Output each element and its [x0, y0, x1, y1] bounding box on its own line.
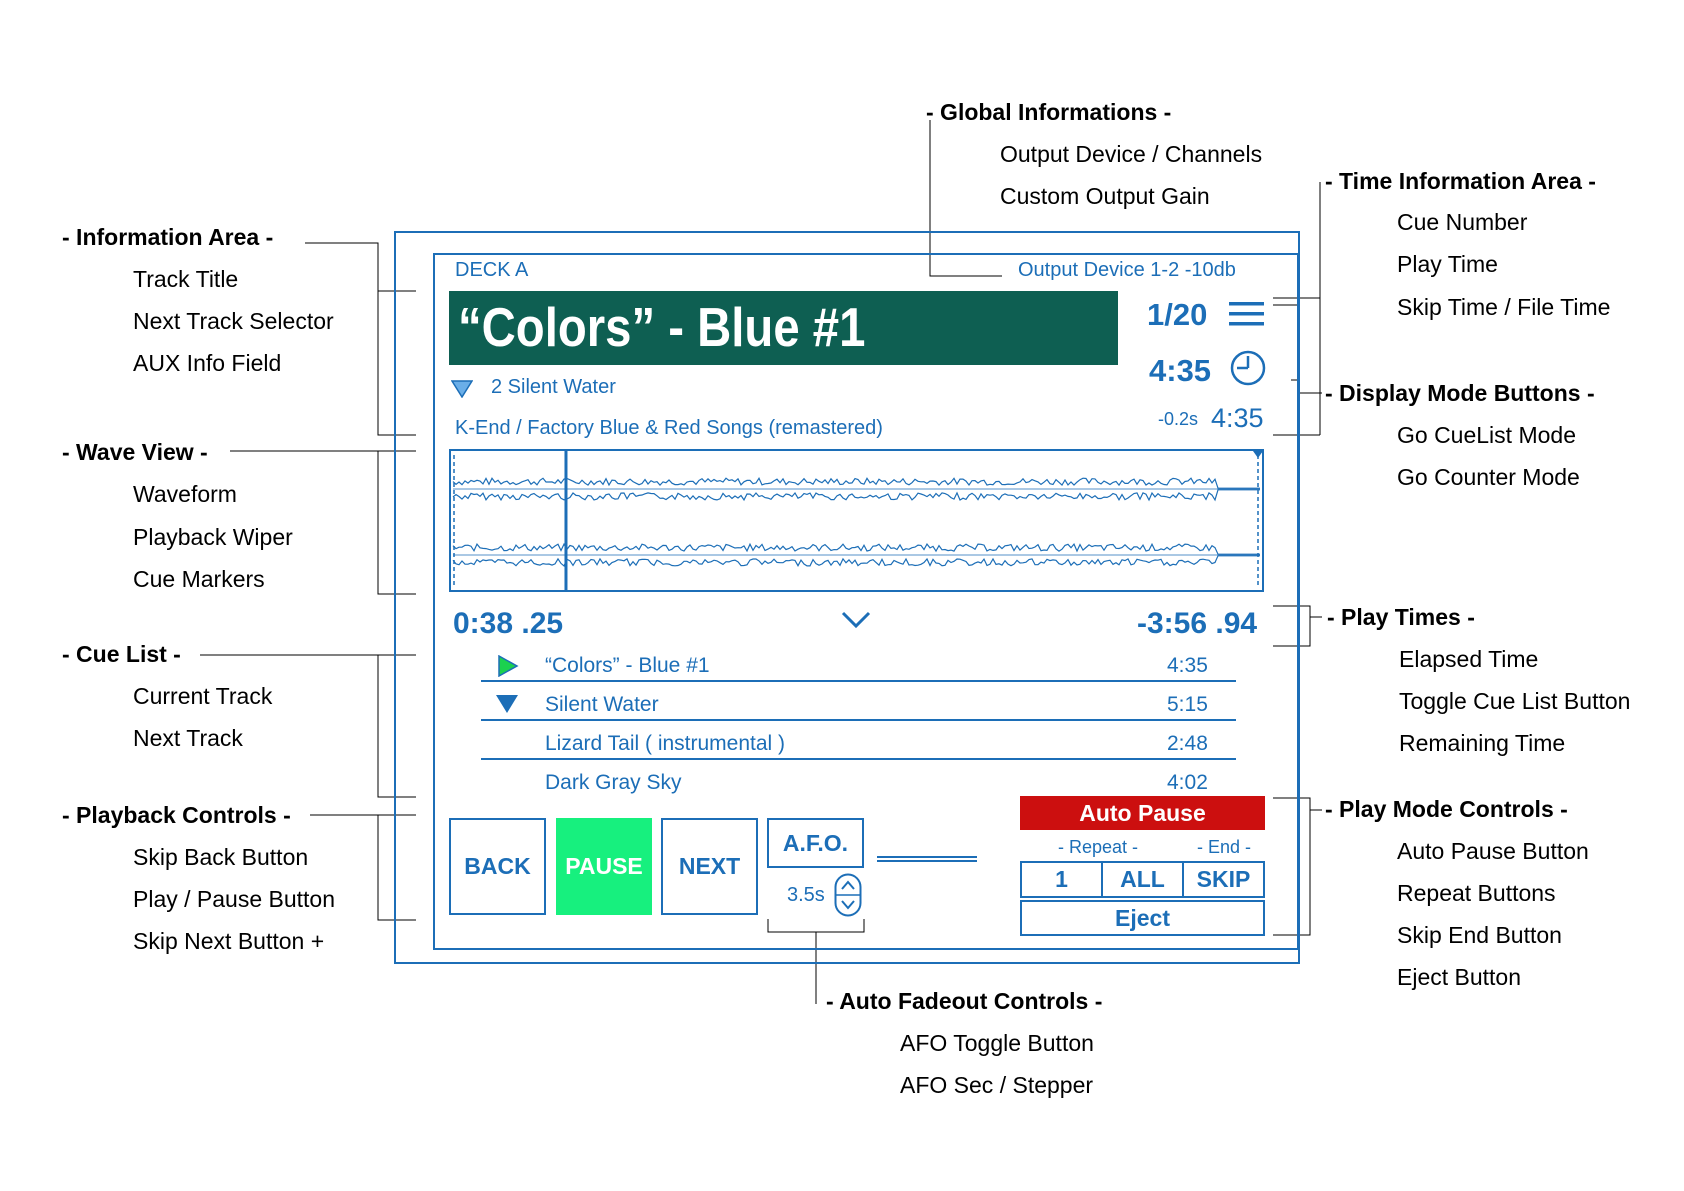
cue-list-item-title[interactable]: Lizard Tail ( instrumental ) [545, 732, 786, 755]
repeat-all-button[interactable]: ALL [1101, 861, 1184, 898]
back-button[interactable]: BACK [449, 818, 546, 915]
cue-list-item-title[interactable]: “Colors” - Blue #1 [545, 654, 710, 677]
afo-seconds: 3.5s [787, 884, 825, 906]
wave-view-item: Waveform [133, 481, 237, 507]
next-track-selector[interactable] [450, 380, 474, 399]
pause-button[interactable]: PAUSE [556, 818, 652, 915]
wave-view[interactable] [449, 449, 1264, 592]
current-track-marker [497, 654, 519, 678]
afo-item: AFO Sec / Stepper [900, 1072, 1094, 1098]
afo-heading: - Auto Fadeout Controls - [826, 988, 1103, 1014]
separator [877, 856, 977, 862]
play-mode-item: Eject Button [1397, 964, 1522, 990]
global-info-heading: - Global Informations - [926, 99, 1172, 125]
menu-icon [1229, 302, 1264, 326]
wave-view-item: Playback Wiper [133, 524, 293, 550]
waveform-trace [452, 555, 1260, 567]
afo-item: AFO Toggle Button [900, 1030, 1094, 1056]
triangle-down-icon [496, 695, 518, 713]
waveform-trace [452, 489, 1260, 502]
cue-list-item-time: 2:48 [1167, 732, 1208, 755]
info-area-heading: - Information Area - [62, 224, 274, 250]
play-icon [498, 654, 519, 678]
repeat-label: - Repeat - [1058, 837, 1139, 857]
track-title-bar [449, 291, 1118, 365]
triangle-down-icon [450, 380, 474, 399]
cue-list-item-time: 4:35 [1167, 654, 1208, 677]
cue-marker-head [1253, 451, 1262, 458]
output-device-label: Output Device 1-2 -10db [1018, 259, 1236, 281]
play-mode-item: Auto Pause Button [1397, 838, 1589, 864]
auto-pause-button[interactable]: Auto Pause [1020, 796, 1265, 830]
wave-view-heading: - Wave View - [62, 439, 208, 465]
skip-time: -0.2s [1158, 409, 1199, 429]
playback-item: Skip Back Button [133, 844, 309, 870]
play-times-item: Remaining Time [1399, 730, 1566, 756]
remaining-time: -3:56 .94 [1137, 607, 1258, 640]
cue-list-item-title[interactable]: Silent Water [545, 693, 659, 716]
deck-outer-frame [394, 231, 1300, 964]
time-info-item: Play Time [1397, 251, 1498, 277]
cue-list-item: Next Track [133, 725, 243, 751]
cue-list-divider [481, 680, 1236, 682]
stepper-icon [834, 873, 862, 917]
repeat-one-button[interactable]: 1 [1020, 861, 1103, 898]
global-info-item: Output Device / Channels [1000, 141, 1263, 167]
skip-end-button[interactable]: SKIP [1182, 861, 1265, 898]
clock-icon [1230, 350, 1266, 386]
play-mode-item: Repeat Buttons [1397, 880, 1556, 906]
global-info-item: Custom Output Gain [1000, 183, 1210, 209]
afo-toggle-button[interactable]: A.F.O. [767, 818, 864, 868]
playback-item: Play / Pause Button [133, 886, 336, 912]
time-info-item: Skip Time / File Time [1397, 294, 1611, 320]
play-mode-item: Skip End Button [1397, 922, 1562, 948]
end-label: - End - [1197, 837, 1252, 857]
info-area-item: AUX Info Field [133, 350, 282, 376]
toggle-cue-list-button[interactable] [841, 610, 871, 630]
cue-number: 1/20 [1147, 297, 1208, 332]
info-area-item: Next Track Selector [133, 308, 334, 334]
cue-list-item-title[interactable]: Dark Gray Sky [545, 771, 682, 794]
waveform-trace [452, 542, 1260, 555]
play-times-item: Toggle Cue List Button [1399, 688, 1631, 714]
cue-list-divider [481, 758, 1236, 760]
next-track-label[interactable]: 2 Silent Water [491, 376, 616, 398]
play-times-heading: - Play Times - [1327, 604, 1475, 630]
cue-list-item-time: 5:15 [1167, 693, 1208, 716]
display-mode-heading: - Display Mode Buttons - [1325, 380, 1595, 406]
time-info-heading: - Time Information Area - [1325, 168, 1596, 194]
display-mode-item: Go Counter Mode [1397, 464, 1580, 490]
display-mode-item: Go CueList Mode [1397, 422, 1576, 448]
cue-list-item-time: 4:02 [1167, 771, 1208, 794]
aux-info-field: K-End / Factory Blue & Red Songs (remast… [455, 417, 883, 439]
playback-item: Skip Next Button + [133, 928, 325, 954]
waveform-trace [452, 477, 1260, 489]
deck-name: DECK A [455, 259, 529, 281]
play-mode-heading: - Play Mode Controls - [1325, 796, 1568, 822]
wave-view-item: Cue Markers [133, 566, 265, 592]
cuelist-mode-button[interactable] [1228, 299, 1266, 329]
elapsed-time: 0:38 .25 [453, 607, 564, 640]
next-track-marker [495, 694, 519, 714]
eject-button[interactable]: Eject [1020, 900, 1265, 936]
deck-panel [433, 253, 1299, 950]
chevron-down-icon [841, 611, 871, 629]
next-button[interactable]: NEXT [661, 818, 758, 915]
time-info-item: Cue Number [1397, 209, 1528, 235]
afo-stepper[interactable] [834, 873, 862, 917]
play-times-item: Elapsed Time [1399, 646, 1539, 672]
cue-list-heading: - Cue List - [62, 641, 181, 667]
playback-wiper[interactable] [564, 451, 568, 590]
play-time: 4:35 [1149, 353, 1212, 388]
cue-list-divider [481, 719, 1236, 721]
counter-mode-button[interactable] [1229, 349, 1267, 387]
track-title: “Colors” - Blue #1 [458, 296, 866, 358]
cue-list-item: Current Track [133, 683, 273, 709]
info-area-item: Track Title [133, 266, 239, 292]
file-time: 4:35 [1211, 403, 1264, 433]
waveform [452, 451, 1262, 590]
playback-heading: - Playback Controls - [62, 802, 291, 828]
